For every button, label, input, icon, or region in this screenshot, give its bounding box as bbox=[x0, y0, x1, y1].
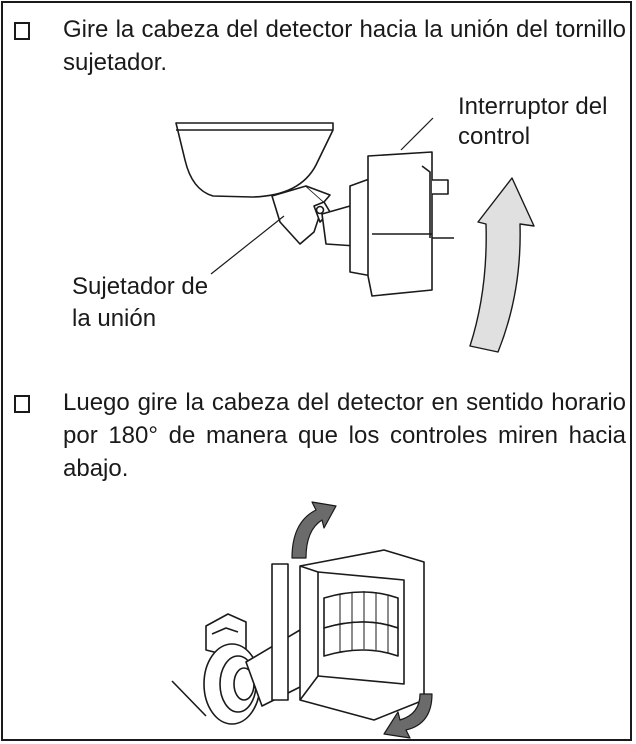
detector-head bbox=[367, 151, 433, 297]
checkbox-empty-icon bbox=[14, 395, 30, 413]
leader-joint bbox=[210, 215, 285, 275]
label-control-switch-2: control bbox=[458, 123, 531, 150]
leader-switch bbox=[400, 117, 434, 151]
curved-arrow-up-icon bbox=[469, 177, 535, 353]
mount-plate bbox=[175, 122, 334, 198]
label-joint-clamp-1: Sujetador de bbox=[72, 273, 209, 300]
step-1-text: Gire la cabeza del detector hacia la uni… bbox=[63, 16, 626, 76]
checkbox-empty-icon bbox=[14, 22, 30, 40]
step-2-text: Luego gire la cabeza del detector en sen… bbox=[63, 389, 626, 482]
label-control-switch-1: Interruptor del bbox=[458, 93, 608, 120]
label-joint-clamp-2: la unión bbox=[72, 305, 157, 332]
curved-arrow-down-left-icon bbox=[383, 693, 433, 739]
curved-arrow-up-right-icon bbox=[291, 501, 337, 559]
